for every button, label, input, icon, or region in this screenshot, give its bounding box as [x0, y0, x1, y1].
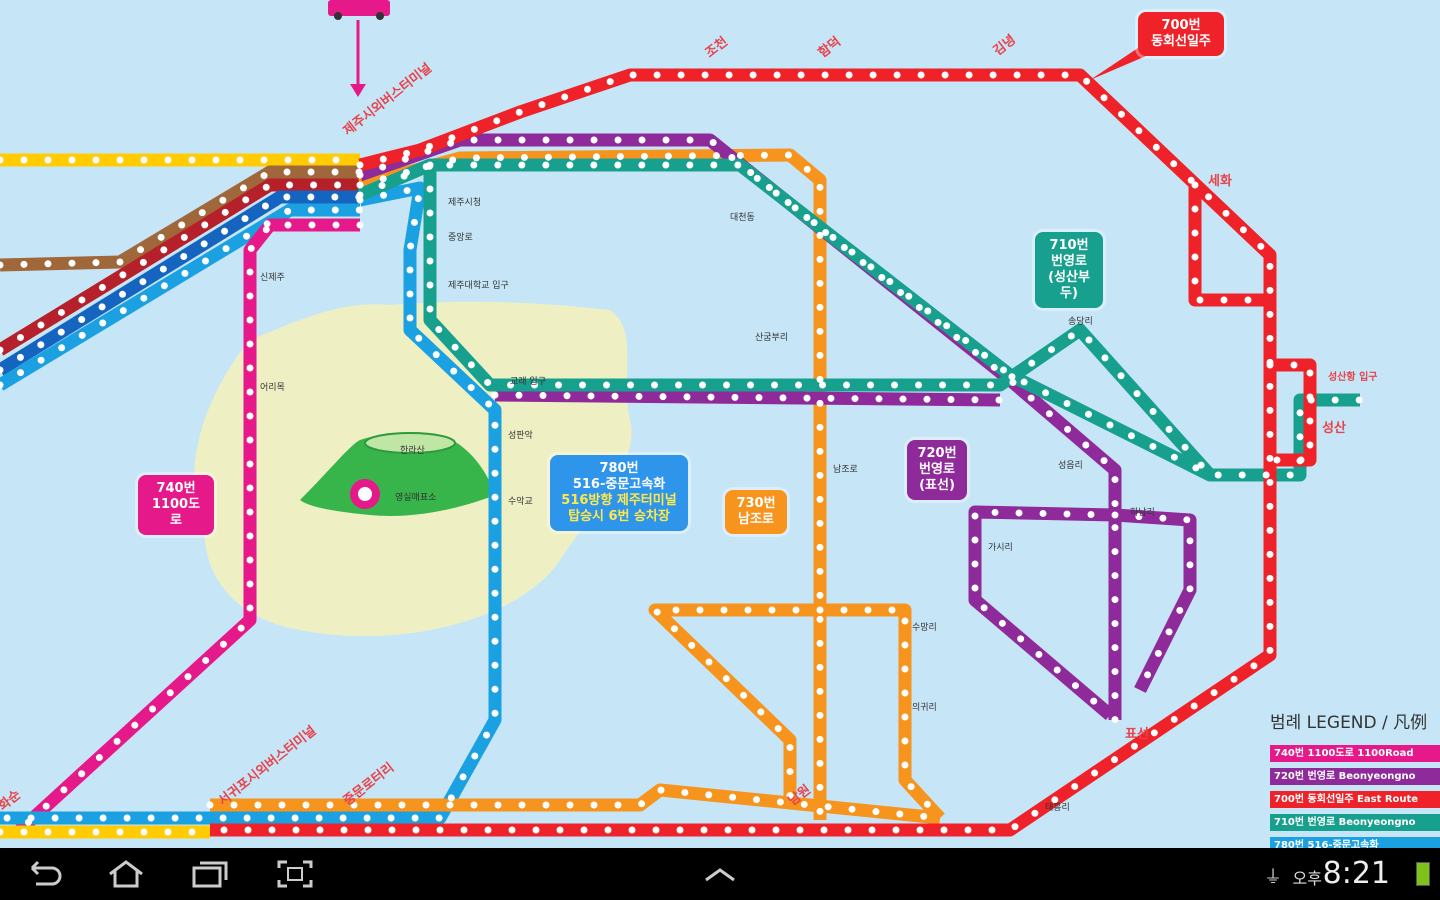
- stop-namjo[interactable]: 남조로: [833, 465, 858, 475]
- bus-icon[interactable]: [328, 0, 390, 16]
- stop-seongeup[interactable]: 성읍리: [1058, 461, 1083, 471]
- route-710-stops: [356, 161, 1364, 479]
- stop-sumang[interactable]: 수망리: [912, 623, 937, 633]
- stop-yeongsil[interactable]: 영실매표소: [395, 493, 437, 503]
- route-name: 1100도로: [151, 497, 201, 528]
- stop-sangumburi[interactable]: 산굼부리: [755, 333, 789, 343]
- route-730-loop-stops: [646, 606, 944, 822]
- stop-jeju-city-hall[interactable]: 제주시청: [448, 198, 482, 208]
- route-710-branch[interactable]: [423, 165, 1215, 480]
- route-720-west[interactable]: [494, 388, 1001, 407]
- stop-taeheung[interactable]: 태흥리: [1045, 803, 1070, 813]
- route-number: 780번: [599, 461, 639, 476]
- stop-sinjeju[interactable]: 신제주: [260, 273, 285, 283]
- route-780-stops: [0, 183, 499, 822]
- route-dest: (성산부두): [1048, 270, 1090, 301]
- legend: 범례 LEGEND / 凡例 740번 1100도로 1100Road 720번…: [1270, 708, 1440, 860]
- stop-seongsanhang[interactable]: 성산항 입구: [1328, 372, 1378, 383]
- route-700-callout[interactable]: 700번 동회선일주: [1138, 12, 1224, 56]
- route-note: 탑승시 6번 승차장: [568, 509, 670, 524]
- home-icon[interactable]: [106, 858, 146, 890]
- route-name: 번영로: [1051, 254, 1087, 269]
- clock-ampm: 오후: [1292, 869, 1322, 888]
- stop-daecheon[interactable]: 대천동: [730, 213, 755, 223]
- route-name: 남조로: [738, 512, 774, 527]
- route-number: 720번: [917, 446, 957, 461]
- route-740-callout[interactable]: 740번 1100도로: [138, 475, 214, 535]
- stop-hallasan[interactable]: 한라산: [400, 446, 425, 456]
- stop-gasiri[interactable]: 가시리: [988, 543, 1013, 553]
- stop-seongsan[interactable]: 성산: [1322, 421, 1346, 436]
- bus-wheel: [376, 12, 384, 20]
- stop-hanam[interactable]: 하남리: [1130, 508, 1155, 518]
- legend-item-700: 700번 동회선일주 East Route: [1270, 791, 1440, 808]
- clock-time: 8:21: [1322, 856, 1390, 891]
- stop-pyoseon[interactable]: 표선: [1125, 727, 1149, 742]
- hallasan-mountain: [300, 433, 495, 516]
- route-700-seongsan-loop[interactable]: [1270, 358, 1317, 467]
- chevron-up-icon[interactable]: [700, 858, 740, 890]
- stop-gyorae[interactable]: 교래 입구: [510, 377, 546, 387]
- hallasan-stop-ring[interactable]: [350, 479, 380, 509]
- route-name: 516-중문고속화: [572, 477, 666, 492]
- route-number: 730번: [736, 496, 776, 511]
- stop-sehwa[interactable]: 세화: [1208, 174, 1232, 189]
- route-740-stops: [16, 221, 364, 834]
- system-navigation-bar: ⏚ 오후 8:21: [0, 848, 1440, 900]
- stop-jeju-univ[interactable]: 제주대학교 입구: [448, 281, 509, 291]
- legend-item-720: 720번 번영로 Beonyeongno: [1270, 768, 1440, 785]
- route-720-loop-stops: [971, 508, 1194, 719]
- stop-eorimok[interactable]: 어리목: [260, 383, 285, 393]
- bus-route-map[interactable]: [0, 0, 1440, 848]
- route-note: 516방향 제주터미널: [561, 493, 677, 508]
- screenshot-icon[interactable]: [275, 858, 315, 890]
- legend-item-740: 740번 1100도로 1100Road: [1270, 745, 1440, 762]
- usb-icon: ⏚: [1264, 867, 1282, 888]
- route-name: 번영로: [919, 462, 955, 477]
- route-700-sehwa-loop[interactable]: [1188, 185, 1265, 307]
- stop-jungang[interactable]: 중앙로: [448, 233, 473, 243]
- route-780-callout[interactable]: 780번 516-중문고속화 516방향 제주터미널 탑승시 6번 승차장: [550, 455, 688, 531]
- stop-uiguiri[interactable]: 의귀리: [912, 703, 937, 713]
- route-number: 740번: [156, 481, 196, 496]
- legend-item-710: 710번 번영로 Beonyeongno: [1270, 814, 1440, 831]
- recent-apps-icon[interactable]: [190, 858, 230, 890]
- battery-icon: [1416, 862, 1430, 886]
- stop-sujeong[interactable]: 수악교: [508, 497, 533, 507]
- route-710-callout[interactable]: 710번 번영로 (성산부두): [1035, 232, 1103, 308]
- legend-title: 범례 LEGEND / 凡例: [1270, 713, 1428, 733]
- route-number: 700번: [1161, 18, 1201, 33]
- route-700-stops: [206, 71, 1274, 834]
- route-darkred-west[interactable]: [0, 178, 360, 356]
- hallasan-crater: [364, 432, 456, 454]
- back-icon[interactable]: [24, 858, 64, 890]
- stop-seongpanak[interactable]: 성판악: [508, 431, 533, 441]
- route-cyan-west-stops: [0, 206, 364, 389]
- route-730-callout[interactable]: 730번 남조로: [725, 490, 787, 534]
- route-brown-west[interactable]: [0, 165, 360, 272]
- terminal-arrow-head: [350, 84, 366, 97]
- route-number: 710번: [1049, 238, 1089, 253]
- bus-wheel: [334, 12, 342, 20]
- route-name: 동회선일주: [1151, 34, 1211, 49]
- stop-songdang[interactable]: 송당리: [1068, 317, 1093, 327]
- route-720-callout[interactable]: 720번 번영로 (표선): [907, 440, 967, 500]
- route-dest: (표선): [919, 478, 955, 493]
- route-730-south-stops: [206, 786, 944, 822]
- route-blue-west-stops: [0, 193, 364, 374]
